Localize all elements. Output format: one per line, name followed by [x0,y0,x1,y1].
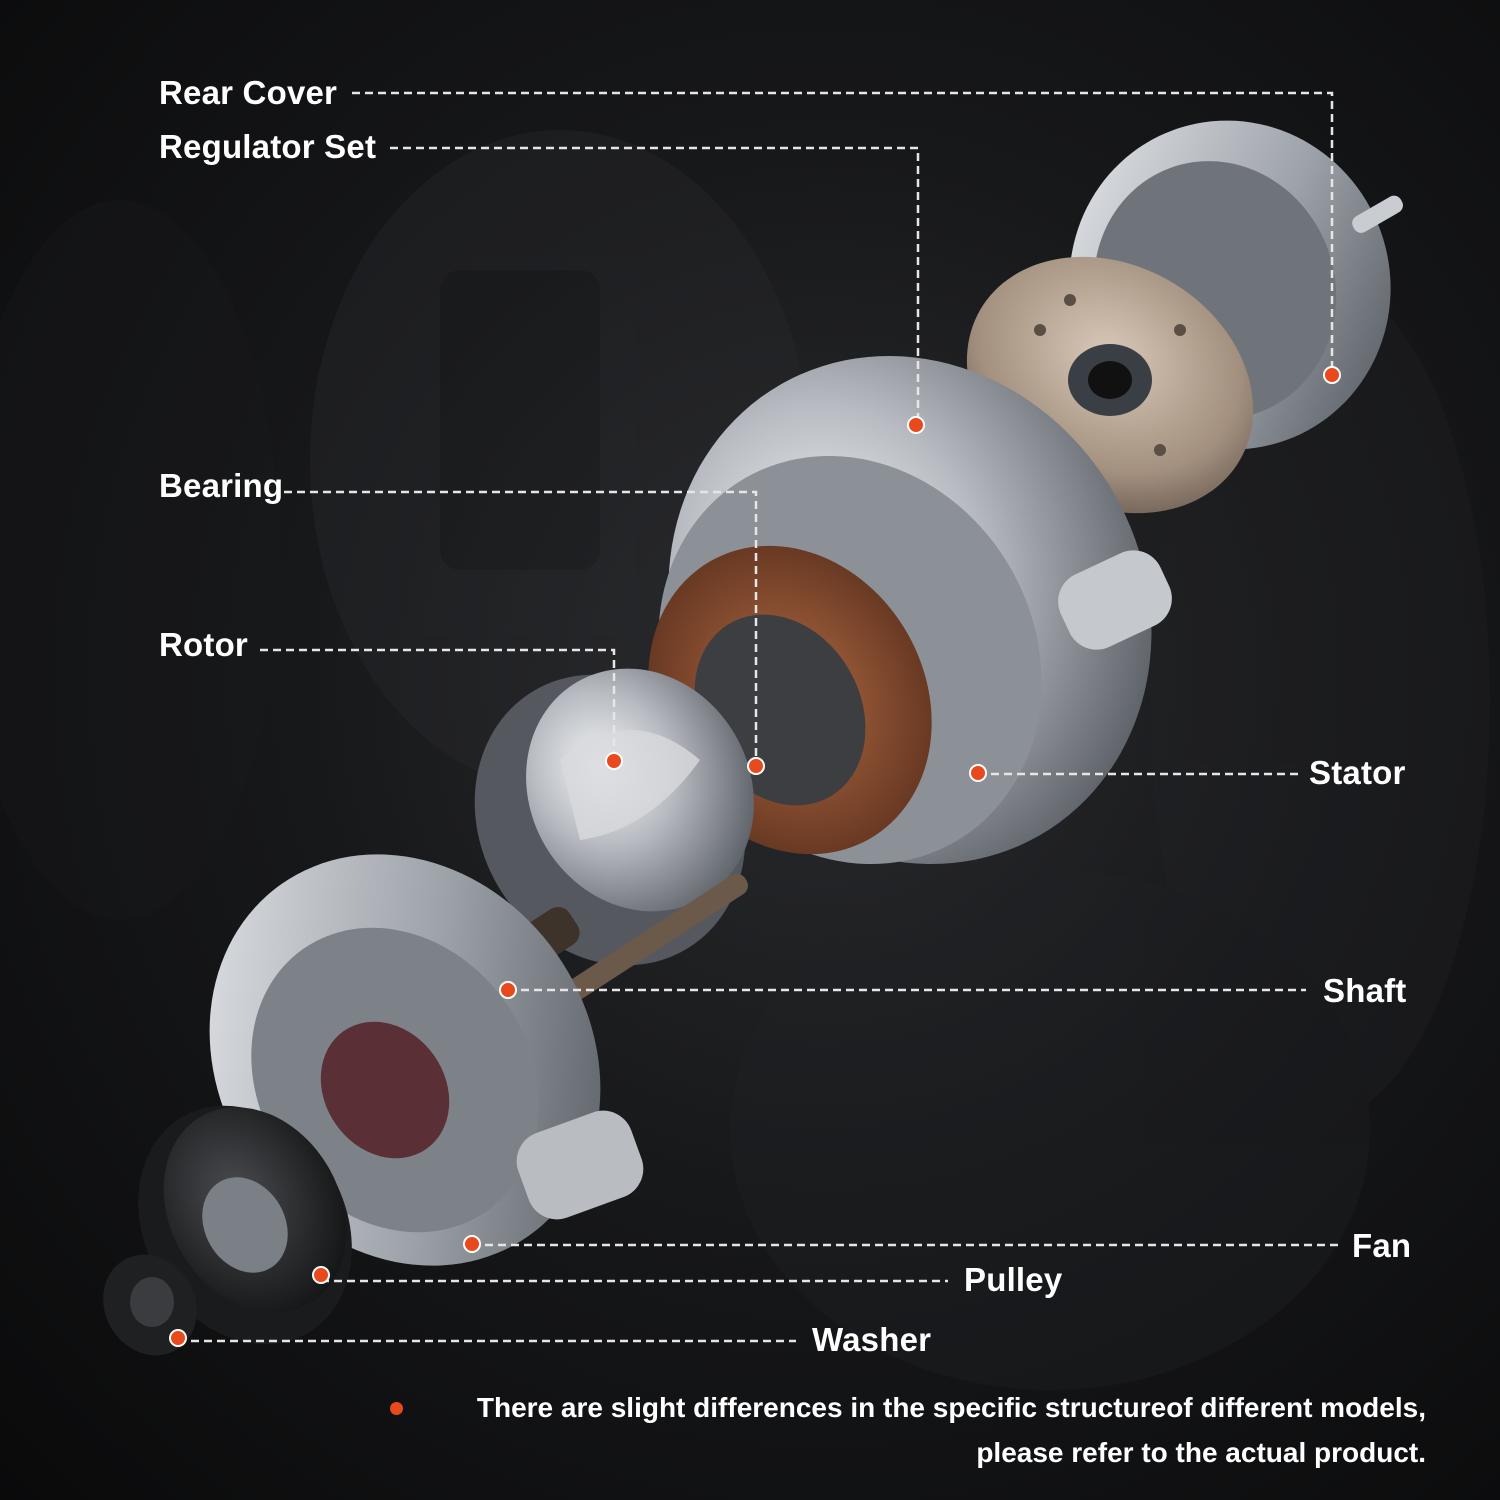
dot-rotor [605,752,623,770]
label-rear-cover: Rear Cover [159,74,338,111]
label-bearing: Bearing [159,467,284,504]
dot-stator [969,764,987,782]
dot-bearing [747,757,765,775]
dot-fan [463,1235,481,1253]
label-rotor: Rotor [159,626,248,663]
leader-rotor [260,648,616,761]
leader-regulator-set [390,146,920,425]
dot-pulley [312,1266,330,1284]
note-line-1: There are slight differences in the spec… [476,1392,1426,1423]
label-shaft: Shaft [1323,972,1407,1009]
dot-shaft [499,981,517,999]
pulley-part [138,1105,352,1345]
note-line-2: please refer to the actual product. [976,1437,1426,1468]
rotor-part [474,668,754,966]
dot-regulator-set [907,416,925,434]
marker-dots [169,366,1341,1347]
label-stator: Stator [1309,754,1406,791]
washer-part [103,1254,197,1356]
label-pulley: Pulley [964,1261,1063,1298]
leader-rear-cover [352,91,1334,375]
dot-washer [169,1329,187,1347]
leader-lines [178,91,1340,1343]
dot-rear-cover [1323,366,1341,384]
label-fan: Fan [1352,1227,1412,1264]
label-regulator-set: Regulator Set [159,128,377,165]
leader-bearing [284,490,758,766]
label-washer: Washer [812,1321,932,1358]
background-engine-shapes [0,130,1490,1390]
note-bullet-dot [390,1402,403,1415]
